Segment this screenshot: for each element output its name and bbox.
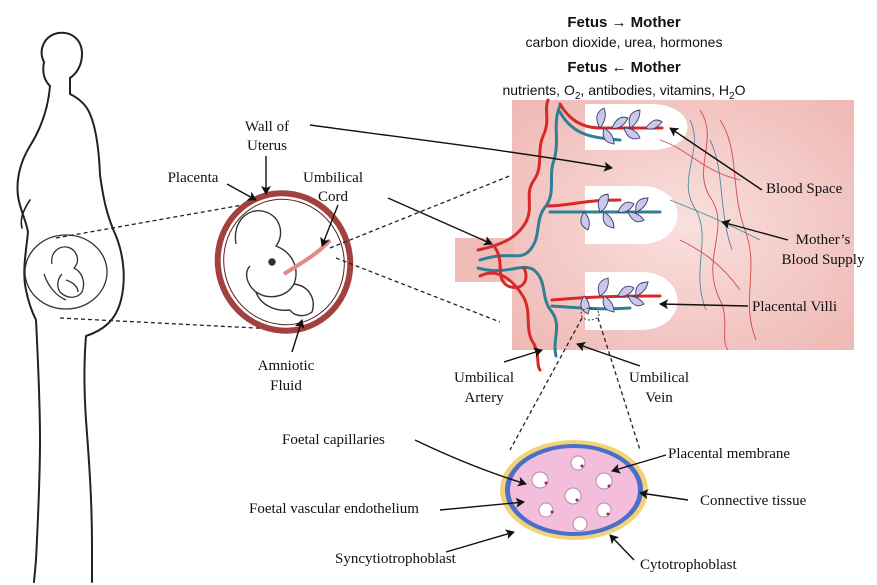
label-amniotic-fluid-2: Fluid xyxy=(270,378,302,394)
label-wall-of-uterus-1: Wall of xyxy=(245,119,289,135)
fetus-to-mother-title: Fetus → Mother xyxy=(567,14,680,31)
label-umbilical-cord-1: Umbilical xyxy=(303,170,363,186)
label-amniotic-fluid-1: Amniotic xyxy=(258,358,315,374)
placenta-detail xyxy=(455,100,854,370)
label-cytotrophoblast: Cytotrophoblast xyxy=(640,557,737,573)
mother-to-fetus-title: Fetus ← Mother xyxy=(567,59,680,76)
label-umbilical-cord-2: Cord xyxy=(318,189,349,205)
label-blood-space: Blood Space xyxy=(766,181,843,197)
fetus-to-mother-substances: carbon dioxide, urea, hormones xyxy=(526,34,723,50)
label-umbilical-artery-2: Artery xyxy=(464,390,504,406)
pregnant-woman-silhouette xyxy=(18,33,124,582)
label-connective-tissue: Connective tissue xyxy=(700,493,807,509)
label-placental-villi: Placental Villi xyxy=(752,299,837,315)
mother-to-fetus-substances: nutrients, O2, antibodies, vitamins, H2O xyxy=(502,82,745,102)
label-umbilical-artery-1: Umbilical xyxy=(454,370,514,386)
label-wall-of-uterus-2: Uterus xyxy=(247,138,287,154)
label-foetal-capillaries: Foetal capillaries xyxy=(282,432,385,448)
label-syncytiotrophoblast: Syncytiotrophoblast xyxy=(335,551,457,567)
label-placenta: Placenta xyxy=(168,170,219,186)
villus-cross-section xyxy=(500,440,648,540)
label-foetal-vascular-endothelium: Foetal vascular endothelium xyxy=(249,501,419,517)
exchange-header: Fetus → Mother carbon dioxide, urea, hor… xyxy=(502,14,745,102)
label-placental-membrane: Placental membrane xyxy=(668,446,790,462)
label-mothers-blood-supply-1: Mother’s xyxy=(796,232,851,248)
label-umbilical-vein-1: Umbilical xyxy=(629,370,689,386)
label-mothers-blood-supply-2: Blood Supply xyxy=(782,252,865,268)
womb-fetus-small xyxy=(25,235,107,309)
label-umbilical-vein-2: Vein xyxy=(645,390,673,406)
